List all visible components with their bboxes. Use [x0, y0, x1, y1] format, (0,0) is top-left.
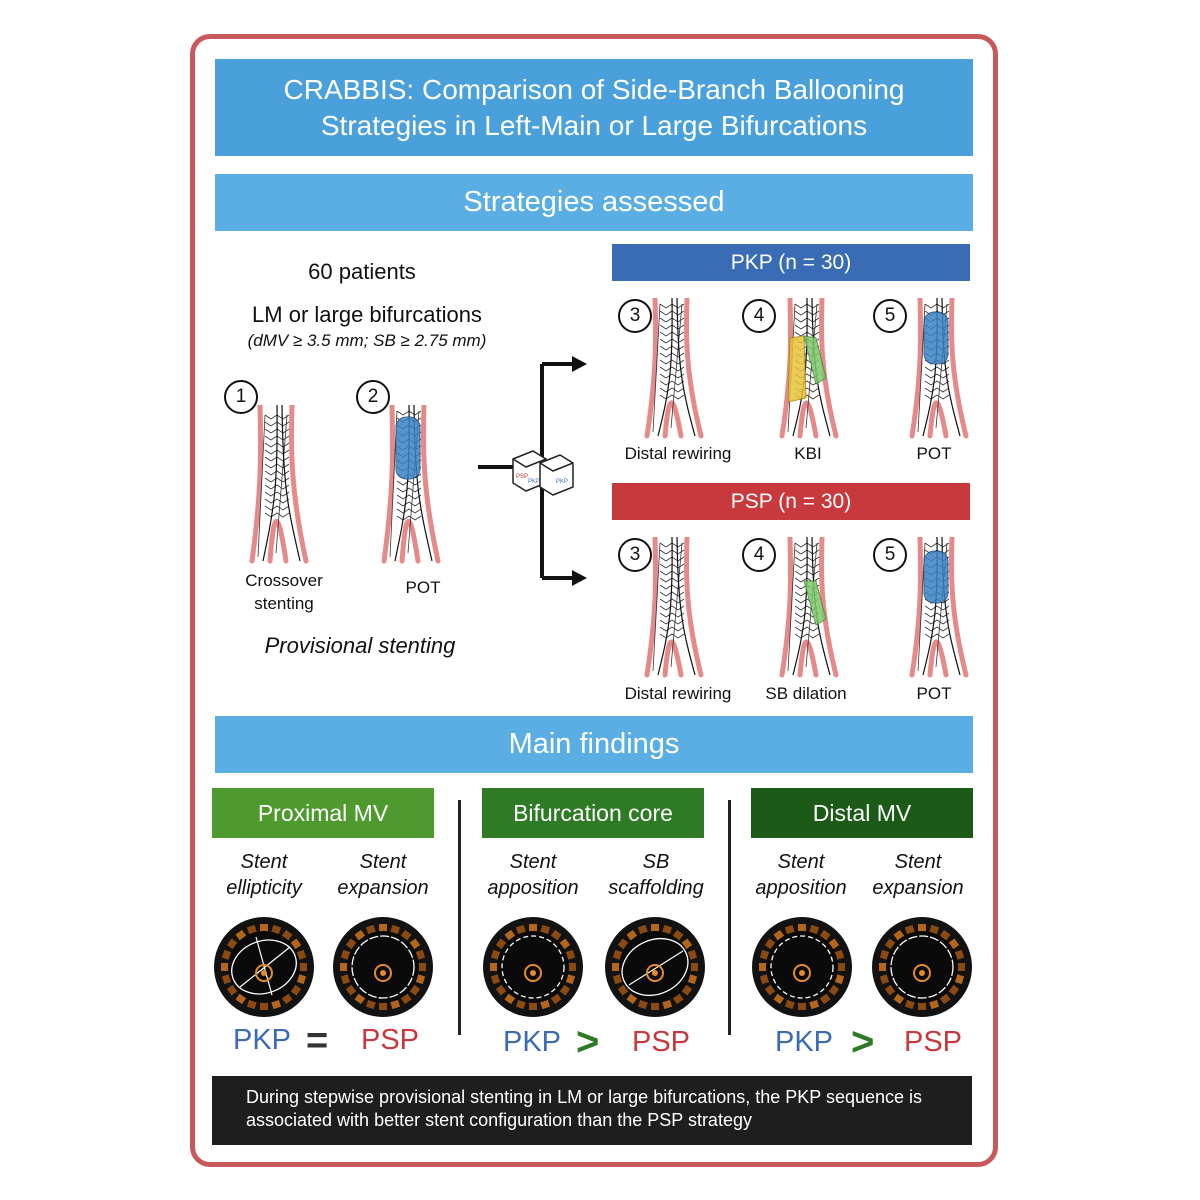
finding-bifurcation-core-tag: Bifurcation core — [482, 788, 704, 838]
pkp-step-number-3: 3 — [618, 299, 652, 333]
psp-step-5-label: POT — [916, 684, 952, 703]
distal-metric-2-line-2: expansion — [872, 877, 964, 899]
core-metric-1-line-1: Stent — [509, 851, 557, 873]
provisional-stenting-label: Provisional stenting — [264, 633, 456, 658]
core-metric-1-line-2: apposition — [487, 877, 579, 899]
pkp-step-number-4: 4 — [742, 299, 776, 333]
title-line-2: Strategies in Left-Main or Large Bifurca… — [320, 110, 868, 141]
vessel-crossover-stenting — [230, 402, 320, 570]
distal-metric-1: Stent apposition — [741, 849, 861, 901]
figure-title: CRABBIS: Comparison of Side-Branch Ballo… — [215, 59, 973, 156]
section-findings-header: Main findings — [215, 716, 973, 773]
distal-metric-1-line-2: apposition — [755, 877, 847, 899]
dice-label-psp: PSP — [516, 474, 528, 480]
pkp-step-5-label: POT — [916, 444, 952, 463]
dice-label-pkp: PKP — [528, 479, 540, 485]
finding-proximal-mv-tag: Proximal MV — [212, 788, 434, 838]
vessel-pot-initial — [362, 402, 452, 570]
conclusion-box: During stepwise provisional stenting in … — [212, 1076, 972, 1145]
distal-right-label: PSP — [904, 1026, 963, 1058]
proximal-right-label: PSP — [361, 1024, 420, 1056]
oct-proximal-expansion — [332, 916, 434, 1023]
oct-proximal-ellipticity — [213, 916, 315, 1023]
psp-step-number-3: 3 — [618, 538, 652, 572]
proximal-metric-1: Stent ellipticity — [204, 849, 324, 901]
proximal-metric-1-line-2: ellipticity — [226, 877, 302, 899]
pkp-step-number-5: 5 — [873, 299, 907, 333]
findings-divider-2 — [728, 800, 731, 1035]
psp-vessel-sb-dilation — [760, 534, 850, 684]
core-metric-2-line-1: SB — [642, 851, 670, 873]
lesion-type: LM or large bifurcations — [252, 302, 482, 327]
psp-arm-header: PSP (n = 30) — [612, 483, 970, 520]
step-2-label: POT — [405, 578, 441, 597]
step-number-1: 1 — [224, 380, 258, 414]
oct-core-scaffolding — [604, 916, 706, 1023]
proximal-metric-2: Stent expansion — [323, 849, 443, 901]
proximal-metric-2-line-2: expansion — [337, 877, 429, 899]
pkp-step-3-label: Distal rewiring — [624, 444, 732, 463]
pkp-arm-header: PKP (n = 30) — [612, 244, 970, 281]
proximal-metric-2-line-1: Stent — [359, 851, 407, 873]
randomization-dice-icon: PSP PKP PKP — [512, 450, 574, 496]
step-1-label-line-2: stenting — [254, 594, 314, 613]
inclusion-criteria: (dMV ≥ 3.5 mm; SB ≥ 2.75 mm) — [247, 331, 487, 350]
core-metric-2: SB scaffolding — [596, 849, 716, 901]
core-left-label: PKP — [503, 1026, 562, 1058]
distal-metric-2-line-1: Stent — [894, 851, 942, 873]
distal-metric-2: Stent expansion — [858, 849, 978, 901]
oct-core-apposition — [482, 916, 584, 1023]
conclusion-line-1: During stepwise provisional stenting in … — [246, 1087, 923, 1107]
step-1-label: Crossover stenting — [222, 569, 346, 615]
dice-label-pkp-2: PKP — [556, 479, 568, 485]
finding-distal-mv-tag: Distal MV — [751, 788, 973, 838]
core-right-label: PSP — [632, 1026, 691, 1058]
findings-divider-1 — [458, 800, 461, 1035]
psp-step-number-5: 5 — [873, 538, 907, 572]
step-1-label-line-1: Crossover — [245, 571, 323, 590]
pkp-vessel-pot — [890, 295, 980, 445]
pkp-step-4-label: KBI — [794, 444, 822, 463]
proximal-left-label: PKP — [233, 1024, 292, 1056]
title-line-1: CRABBIS: Comparison of Side-Branch Ballo… — [283, 74, 905, 105]
psp-step-4-label: SB dilation — [765, 684, 847, 703]
psp-step-number-4: 4 — [742, 538, 776, 572]
oct-distal-expansion — [871, 916, 973, 1023]
core-metric-2-line-2: scaffolding — [608, 877, 704, 899]
core-operator: > — [576, 1020, 600, 1064]
proximal-operator: = — [306, 1020, 329, 1062]
conclusion-line-2: associated with better stent configurati… — [246, 1110, 752, 1130]
core-metric-1: Stent apposition — [473, 849, 593, 901]
psp-step-3-label: Distal rewiring — [624, 684, 732, 703]
distal-metric-1-line-1: Stent — [777, 851, 825, 873]
distal-operator: > — [851, 1020, 875, 1064]
patient-count: 60 patients — [308, 259, 416, 284]
section-strategies-header: Strategies assessed — [215, 174, 973, 231]
pkp-vessel-kbi — [760, 295, 850, 445]
psp-vessel-distal-rewiring — [625, 534, 715, 684]
oct-distal-apposition — [751, 916, 853, 1023]
pkp-vessel-distal-rewiring — [625, 295, 715, 445]
distal-left-label: PKP — [775, 1026, 834, 1058]
proximal-metric-1-line-1: Stent — [240, 851, 288, 873]
step-number-2: 2 — [356, 380, 390, 414]
psp-vessel-pot — [890, 534, 980, 684]
